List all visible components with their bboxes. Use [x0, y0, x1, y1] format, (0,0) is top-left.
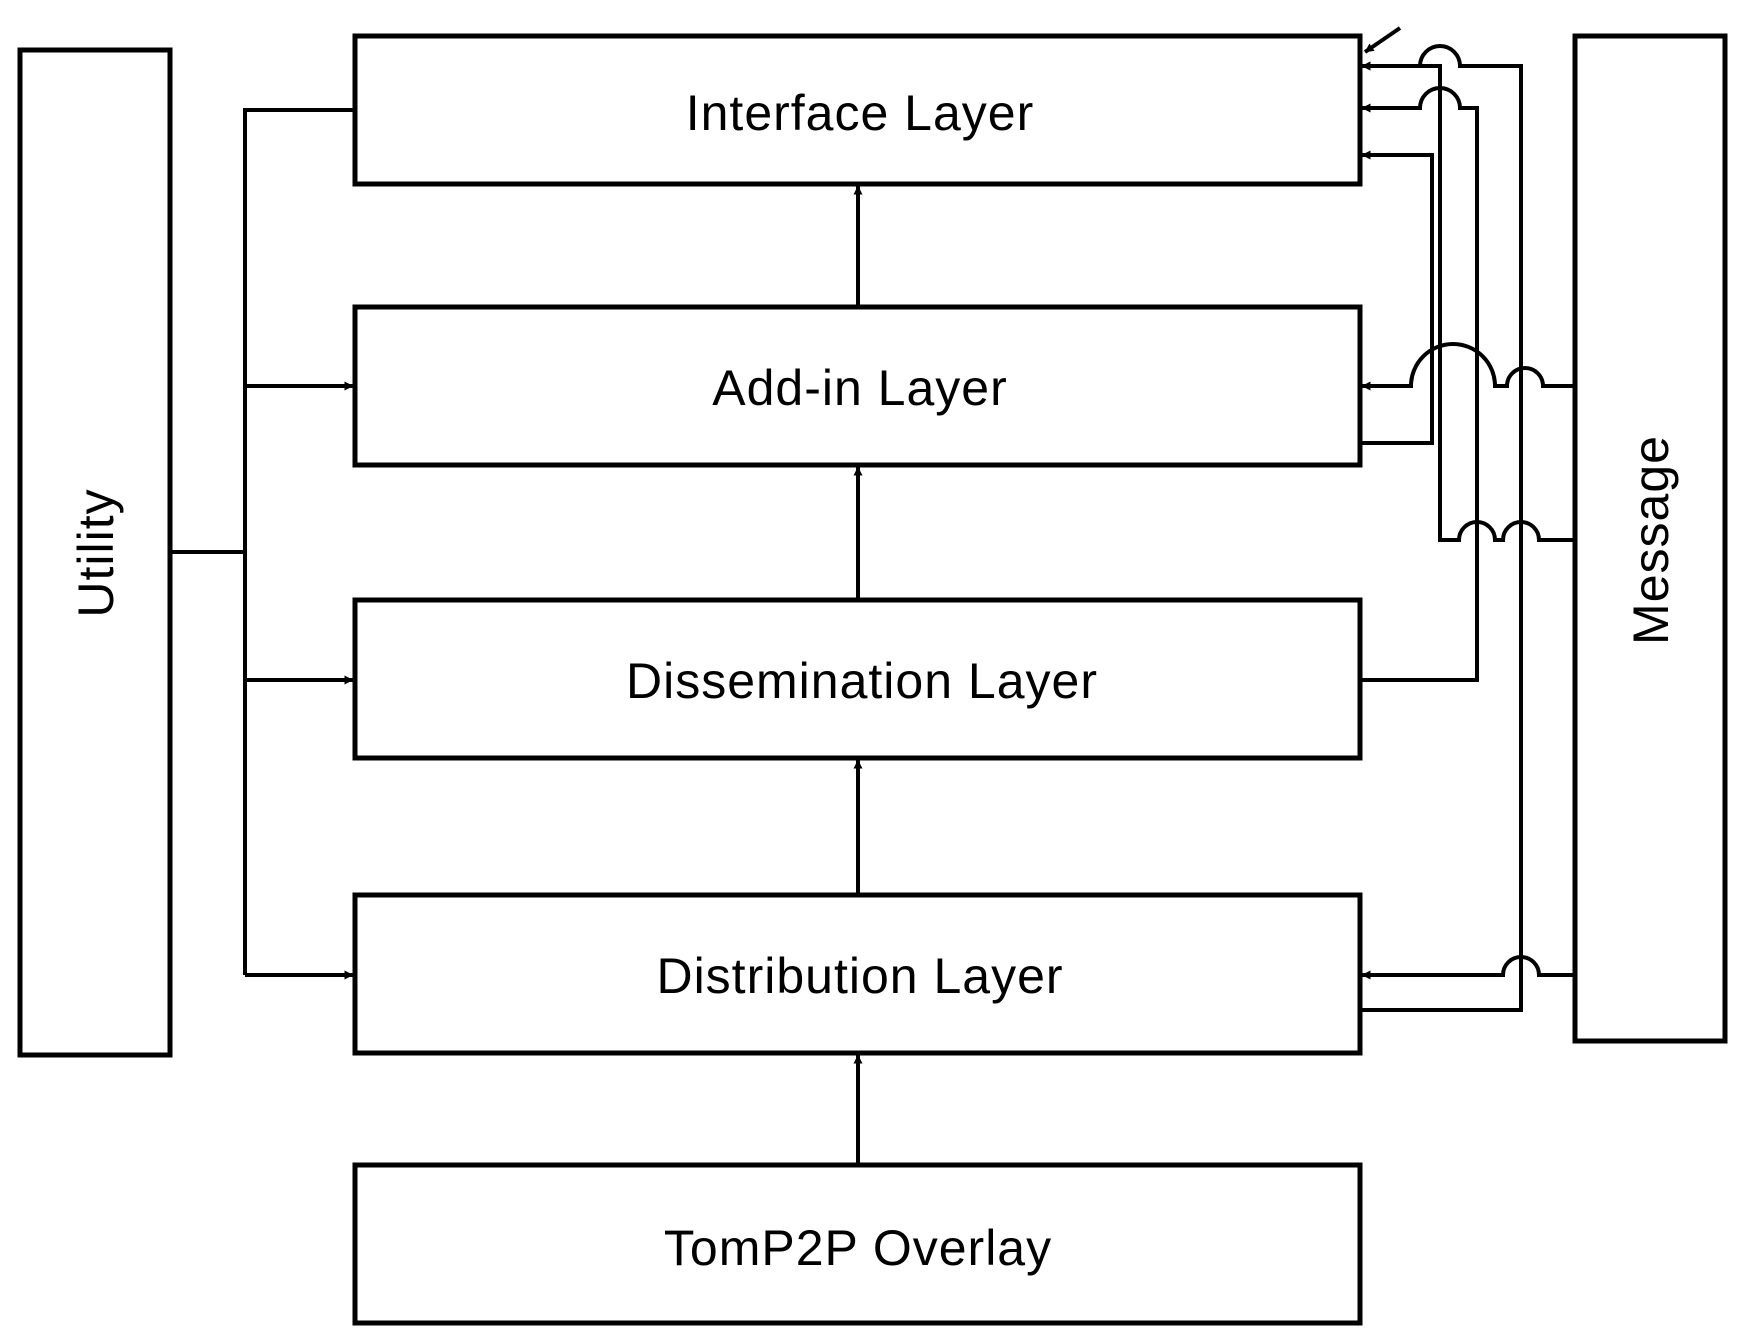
- overlay-box: [352, 1162, 1363, 1326]
- message-to-distribution-arrow: [1361, 955, 1575, 980]
- utility-box: [17, 47, 173, 1058]
- interface-layer-label: Interface Layer: [686, 85, 1035, 141]
- message-label: Message: [1623, 435, 1679, 645]
- distribution-layer-label: Distribution Layer: [656, 948, 1063, 1004]
- message-to-interface-arrow: [1361, 61, 1575, 542]
- dissemination-to-interface-arrow: [1360, 86, 1479, 682]
- distribution-layer-box: [352, 892, 1363, 1056]
- distribution-to-interface-arrow: [1360, 44, 1523, 1012]
- short-arrow-to-interface: [1363, 26, 1402, 54]
- utility-trunk: [243, 108, 355, 975]
- overlay-label: TomP2P Overlay: [664, 1220, 1052, 1276]
- addin-layer-box: [352, 304, 1363, 468]
- addin-to-interface-arrow: [1360, 150, 1434, 445]
- addin-layer-label: Add-in Layer: [712, 360, 1008, 416]
- dissemination-layer-label: Dissemination Layer: [626, 653, 1098, 709]
- dissemination-layer-box: [352, 597, 1363, 761]
- interface-layer-box: [352, 33, 1363, 187]
- message-to-addin-arrow: [1361, 342, 1575, 391]
- message-box: [1572, 33, 1728, 1044]
- utility-label: Utility: [68, 488, 124, 617]
